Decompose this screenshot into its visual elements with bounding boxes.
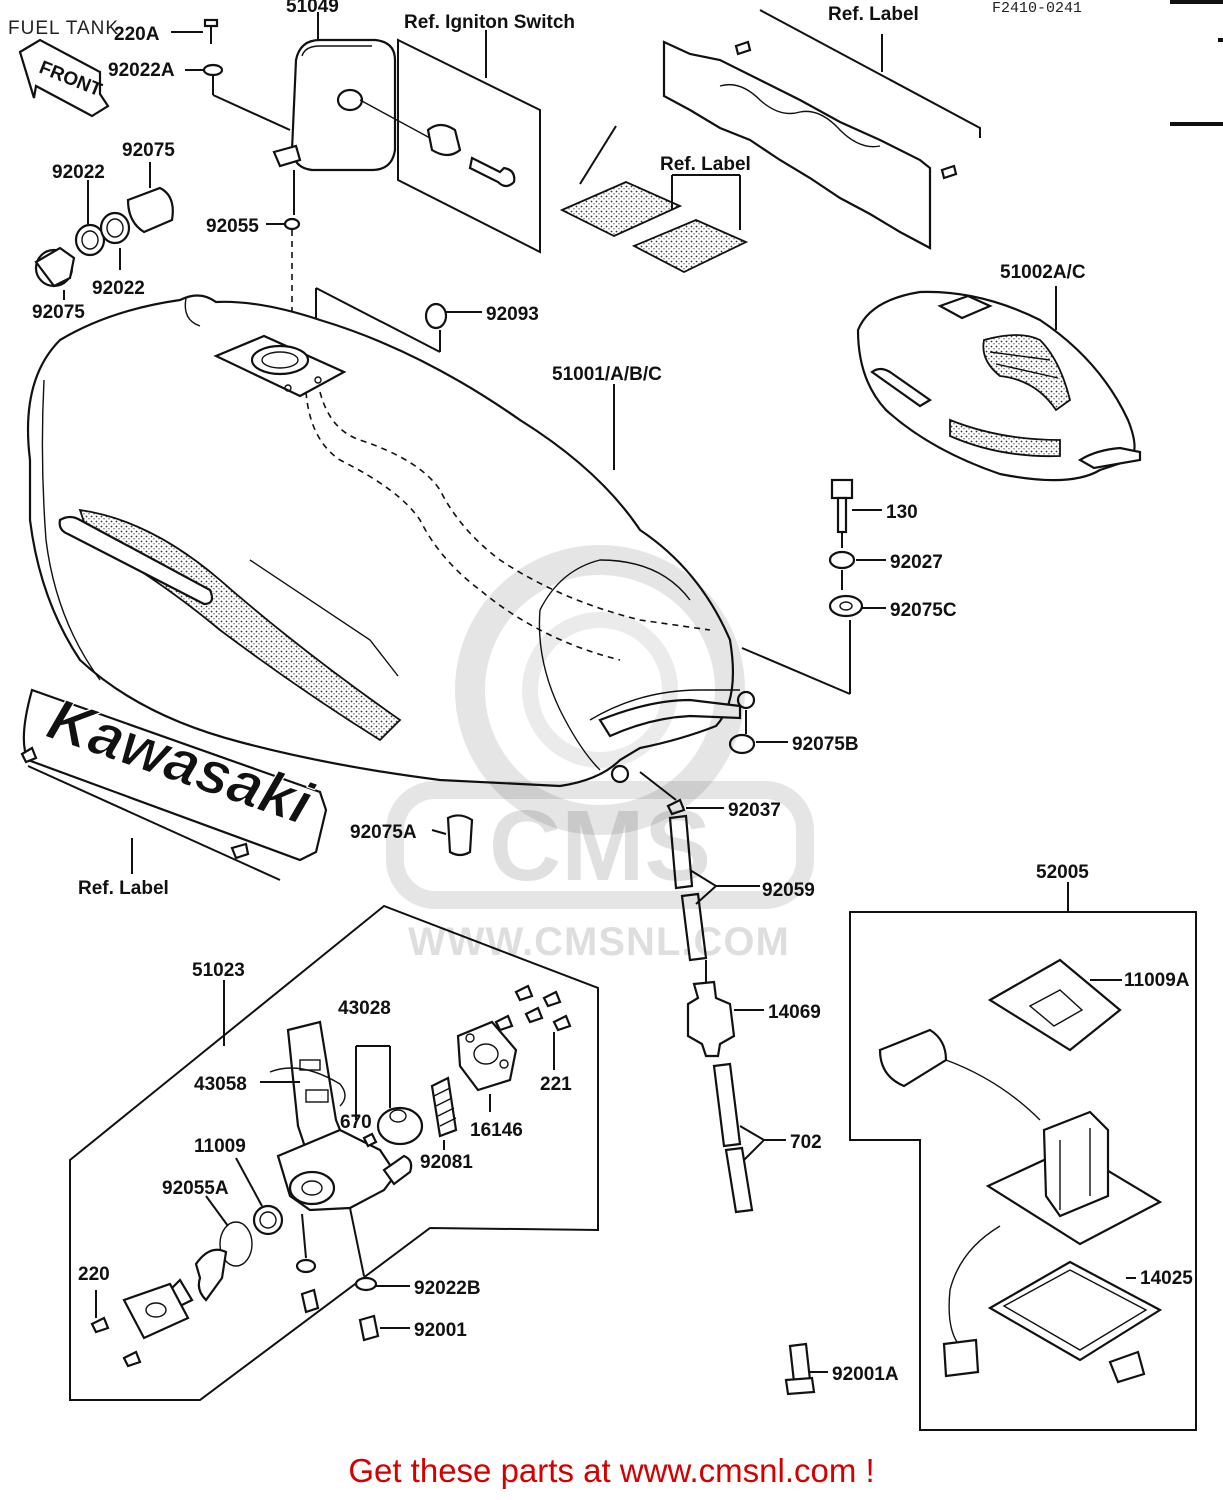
callout-92059: 92059 [762,880,815,901]
callout-14025: 14025 [1140,1268,1193,1289]
callout-51049: 51049 [286,0,339,17]
watermark-url: WWW.CMSNL.COM [408,920,790,964]
page-title: FUEL TANK [8,18,120,39]
ref-ignition-switch: Ref. Igniton Switch [404,12,575,33]
fuel-tank-51001 [26,125,756,788]
hose-702 [712,1062,786,1214]
callout-51023: 51023 [192,960,245,981]
callout-92055a: 92055A [162,1178,229,1199]
fuel-filter-14069 [686,960,764,1058]
fuel-tank-variant-51002 [856,286,1142,482]
callout-92022b: 92022B [414,1278,481,1299]
callout-11009: 11009 [194,1136,246,1157]
fuel-level-sender-52005 [784,882,1197,1431]
damper-92075c [741,594,886,695]
callout-702: 702 [790,1132,822,1153]
corner-marks [1170,0,1223,126]
callout-92055: 92055 [206,216,259,237]
rubber-92075a [431,814,474,857]
callout-92075-top: 92075 [122,140,175,161]
callout-43058: 43058 [194,1074,247,1095]
diagram-code: F2410-0241 [992,0,1083,17]
ref-label-stickers [559,174,749,274]
reference-labels: Ref. Igniton Switch Ref. Label Ref. Labe… [78,4,919,899]
callout-92001: 92001 [414,1320,467,1341]
callout-92022a: 92022A [108,60,175,81]
washer-92055 [266,217,301,330]
bolt-130 [830,478,882,548]
footer-link[interactable]: Get these parts at www.cmsnl.com ! [348,1452,875,1489]
callout-51001: 51001/A/B/C [552,364,662,385]
callout-14069: 14069 [768,1002,821,1023]
fuel-cock-assembly-51023 [69,904,599,1401]
callout-92022-right: 92022 [92,278,145,299]
ref-label-top: Ref. Label [828,4,919,25]
callout-51002: 51002A/C [1000,262,1086,283]
cover-51049 [272,12,397,172]
callout-16146: 16146 [470,1120,523,1141]
collar-92027 [828,550,886,590]
callout-92075-bottom: 92075 [32,302,85,323]
callout-43028: 43028 [338,998,391,1019]
ref-label-bottom: Ref. Label [78,878,169,899]
ref-label-middle: Ref. Label [660,154,751,175]
callout-220a: 220A [114,24,160,45]
callout-92075a: 92075A [350,822,417,843]
callout-11009a: 11009A [1124,970,1190,991]
callout-92037: 92037 [728,800,781,821]
callout-92027: 92027 [890,552,943,573]
callout-92001a: 92001A [832,1364,899,1385]
callout-92075c: 92075C [890,600,957,621]
callout-130: 130 [886,502,918,523]
bushings-92075-92022 [34,162,174,300]
damper-92075b [728,710,788,755]
callout-221: 221 [540,1074,572,1095]
ref-label-wavy-strip [662,9,981,250]
washer-92022a [185,63,291,131]
callout-92081: 92081 [420,1152,473,1173]
callout-92093: 92093 [486,304,539,325]
callout-92022-left: 92022 [52,162,105,183]
callout-670: 670 [340,1112,372,1133]
clip-92037 [639,771,724,816]
callout-labels: 220A 51049 92022A 92075 92022 92055 9202… [32,0,1193,1385]
callout-92075b: 92075B [792,734,859,755]
callout-220: 220 [78,1264,110,1285]
ignition-switch-ref-box [359,30,541,254]
front-direction-arrow: FRONT [18,38,110,118]
callout-52005: 52005 [1036,862,1089,883]
screw-220a [171,18,219,44]
hose-92059 [668,814,760,962]
